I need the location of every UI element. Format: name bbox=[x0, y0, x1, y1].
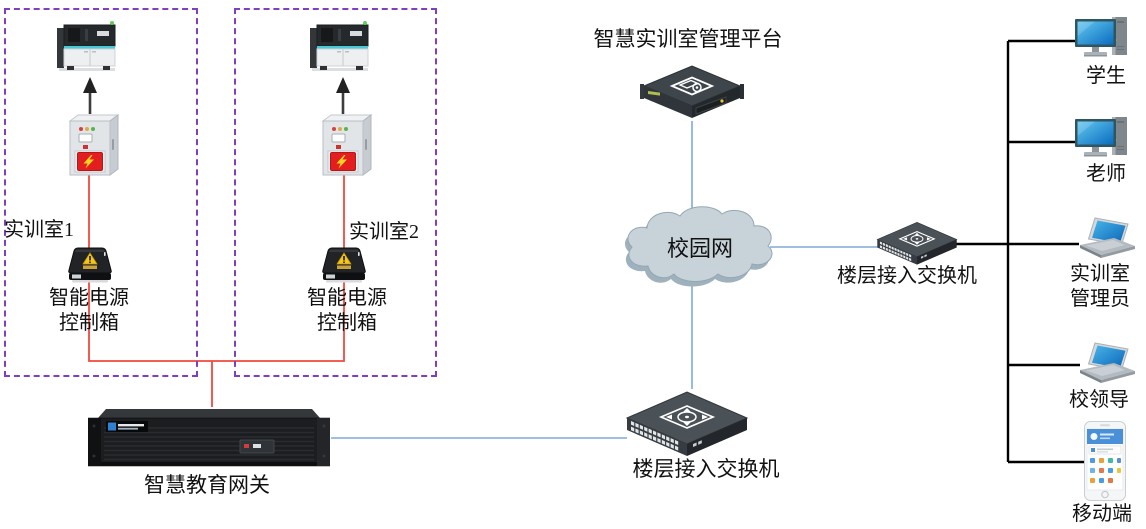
network-lines bbox=[331, 121, 878, 439]
laptop-icon bbox=[1078, 342, 1136, 389]
lan-trunk-lines bbox=[955, 39, 1085, 464]
client-teacher-label: 老师 bbox=[1086, 163, 1126, 185]
training-equipment-icon bbox=[308, 20, 372, 79]
floor-switch-icon bbox=[618, 384, 756, 463]
room-1-controller-label: 智能电源 控制箱 bbox=[49, 287, 129, 334]
room-1-label: 实训室1 bbox=[4, 219, 74, 241]
client-student-label: 学生 bbox=[1086, 65, 1126, 87]
desktop-computer-icon bbox=[1075, 116, 1129, 165]
training-equipment-icon bbox=[55, 20, 119, 79]
power-feed-arrow bbox=[83, 77, 350, 114]
platform-label: 智慧实训室管理平台 bbox=[593, 27, 783, 51]
gateway-server-icon bbox=[87, 406, 331, 477]
room-2-controller-label: 智能电源 控制箱 bbox=[307, 287, 387, 334]
power-cabinet-icon bbox=[66, 111, 122, 184]
client-lab-admin-label: 实训室 管理员 bbox=[1070, 263, 1130, 310]
floor-switch-bottom-label: 楼层接入交换机 bbox=[632, 457, 780, 481]
floor-switch-icon bbox=[872, 217, 962, 271]
floor-switch-right-label: 楼层接入交换机 bbox=[837, 265, 977, 287]
laptop-icon bbox=[1078, 217, 1136, 264]
training-room-1-boundary bbox=[4, 8, 198, 377]
campus-network-cloud-icon bbox=[620, 202, 778, 295]
power-cabinet-icon bbox=[319, 111, 375, 184]
smart-power-controller-icon bbox=[318, 245, 370, 290]
campus-network-label: 校园网 bbox=[666, 236, 733, 261]
smartphone-icon bbox=[1084, 421, 1126, 506]
smart-power-controller-icon bbox=[64, 245, 116, 290]
client-school-leader-label: 校领导 bbox=[1069, 389, 1129, 411]
client-mobile-label: 移动端 bbox=[1072, 503, 1132, 525]
gateway-label: 智慧教育网关 bbox=[144, 473, 270, 497]
training-room-2-boundary bbox=[234, 8, 437, 377]
management-platform-server-icon bbox=[634, 60, 750, 127]
desktop-computer-icon bbox=[1075, 16, 1129, 65]
room-2-label: 实训室2 bbox=[349, 221, 419, 243]
